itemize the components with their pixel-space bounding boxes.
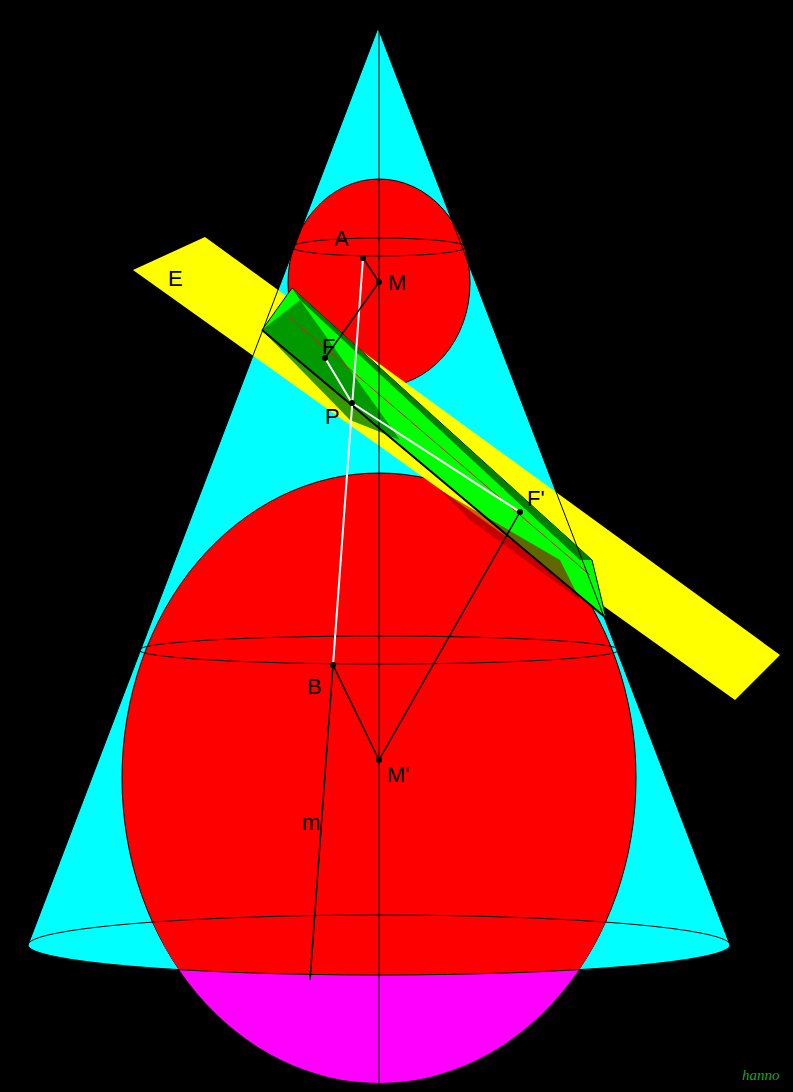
- section-ellipse: [262, 288, 606, 618]
- generator-segment: [333, 258, 363, 665]
- point-label: P: [325, 406, 340, 428]
- plane-e: [133, 237, 780, 700]
- point-label: M: [388, 272, 406, 294]
- line-label: m: [302, 812, 320, 834]
- watermark: hanno: [742, 1068, 780, 1083]
- section-dark: [292, 288, 592, 560]
- plane-edge: [262, 330, 606, 618]
- cone-axis: [379, 28, 380, 1085]
- focal-line: [325, 358, 352, 403]
- point-label: F': [527, 488, 545, 510]
- point-label: B: [307, 676, 322, 698]
- point-label: F: [322, 336, 335, 358]
- plane-label: E: [168, 268, 183, 290]
- point-label: A: [334, 228, 349, 250]
- point-label: M': [387, 764, 410, 786]
- focal-line: [352, 403, 520, 512]
- major-axis: [290, 318, 590, 575]
